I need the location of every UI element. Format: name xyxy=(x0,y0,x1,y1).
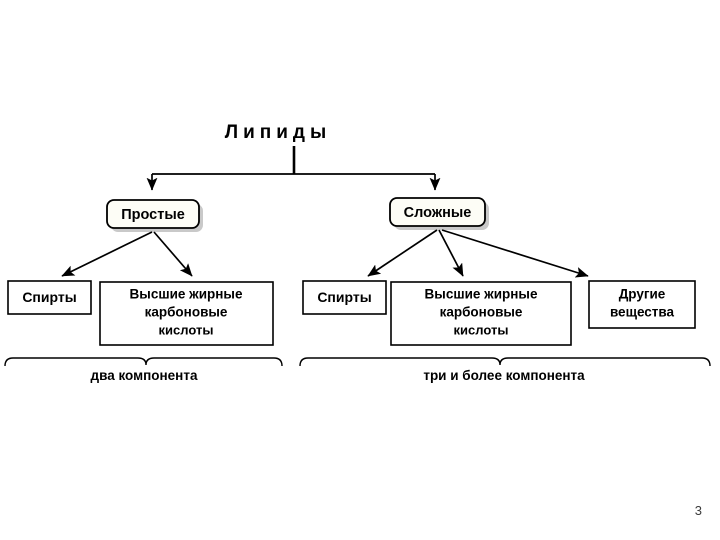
brace-three-or-more-components: три и более компонента xyxy=(299,357,711,383)
node-fatty-acids-right[interactable]: Высшие жирные карбоновые кислоты xyxy=(390,281,572,346)
node-spirty-right-label: Спирты xyxy=(317,289,371,305)
slozhnye-child-connectors xyxy=(367,229,589,278)
page-number: 3 xyxy=(694,503,702,518)
node-fatty-acids-left-line-1: Высшие жирные xyxy=(130,287,243,302)
brace-two-components-label: два компонента xyxy=(91,368,198,383)
trunk-connector xyxy=(146,146,441,191)
brace-two-components: два компонента xyxy=(4,357,283,383)
node-other-substances-line-2: вещества xyxy=(610,305,675,320)
node-prostye-label: Простые xyxy=(121,207,185,223)
brace-three-or-more-components-label: три и более компонента xyxy=(423,368,585,383)
node-spirty-left-box xyxy=(7,280,92,315)
node-other-substances-line-1: Другие xyxy=(619,287,666,302)
node-slozhnye-box xyxy=(389,197,486,227)
node-fatty-acids-right-box xyxy=(390,281,572,346)
node-slozhnye-label: Сложные xyxy=(404,205,472,221)
node-spirty-left-label: Спирты xyxy=(22,289,76,305)
node-other-substances-box xyxy=(588,280,696,329)
node-fatty-acids-left-line-2: карбоновые xyxy=(145,305,228,320)
node-fatty-acids-left-box xyxy=(99,281,274,346)
node-fatty-acids-right-line-1: Высшие жирные xyxy=(425,287,538,302)
node-fatty-acids-left-line-3: кислоты xyxy=(159,322,214,337)
node-spirty-right-box xyxy=(302,280,387,315)
node-fatty-acids-right-line-3: кислоты xyxy=(454,322,509,337)
node-prostye-box xyxy=(106,199,200,229)
prostye-child-connectors xyxy=(61,231,193,277)
node-other-substances[interactable]: Другие вещества xyxy=(588,280,696,329)
diagram-title: Липиды xyxy=(225,122,331,143)
node-slozhnye[interactable]: Сложные xyxy=(389,197,489,230)
node-spirty-right[interactable]: Спирты xyxy=(302,280,387,315)
node-prostye[interactable]: Простые xyxy=(106,199,203,232)
node-spirty-left[interactable]: Спирты xyxy=(7,280,92,315)
node-fatty-acids-right-line-2: карбоновые xyxy=(440,305,523,320)
node-fatty-acids-left[interactable]: Высшие жирные карбоновые кислоты xyxy=(99,281,274,346)
